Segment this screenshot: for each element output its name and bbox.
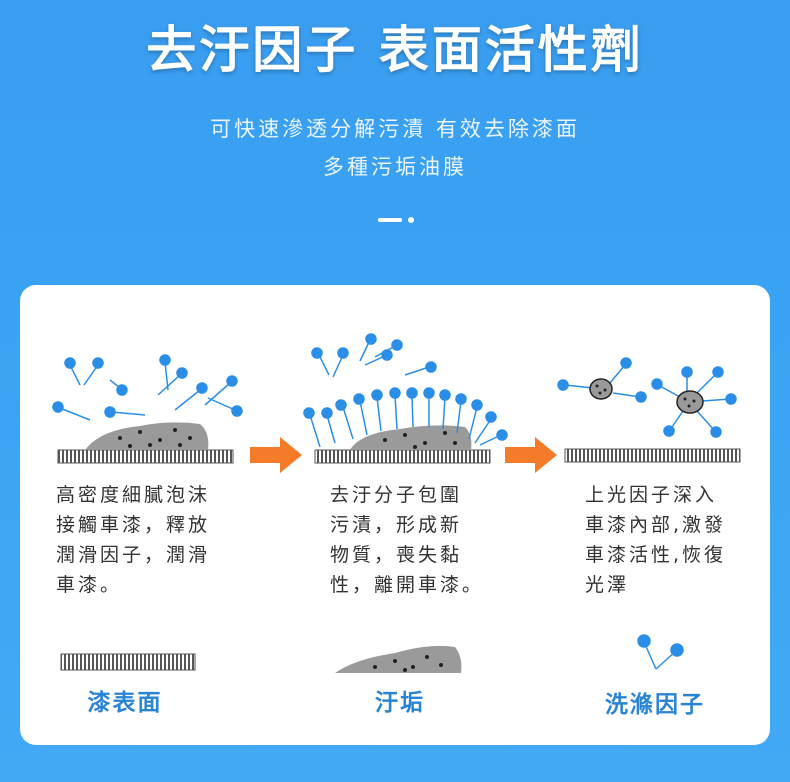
arrow-right-icon [505, 437, 557, 473]
detergent-molecule-icon [637, 634, 684, 670]
dirt-particle [676, 390, 704, 414]
legend-detergent-label: 洗滌因子 [605, 692, 705, 718]
step3-illustration [557, 357, 741, 463]
legend-dirt-label: 汙垢 [375, 690, 425, 716]
paint-surface [564, 448, 741, 463]
dirt-particle [589, 378, 613, 400]
arrow-right-icon [250, 437, 302, 473]
step1-description: 高密度細膩泡沫 接觸車漆，釋放 潤滑因子，潤滑 車漆。 [56, 484, 211, 596]
paint-surface-legend-icon [60, 653, 196, 671]
dirt-blob [350, 425, 472, 450]
paint-surface [57, 449, 234, 464]
divider-dash [378, 218, 402, 222]
paint-surface [314, 449, 491, 464]
process-card: 高密度細膩泡沫 接觸車漆，釋放 潤滑因子，潤滑 車漆。 去汙分子包圍 污漬，形成… [20, 285, 770, 745]
page-title: 去汙因子 表面活性劑 [146, 21, 644, 79]
subtitle-line-1: 可快速滲透分解污漬 有效去除漆面 [210, 117, 580, 141]
step2-illustration [303, 333, 508, 464]
step1-illustration [52, 354, 243, 464]
step2-description: 去汙分子包圍 污漬，形成新 物質，喪失黏 性，離開車漆。 [330, 484, 485, 596]
legend-paint-surface-label: 漆表面 [87, 690, 163, 716]
subtitle-line-2: 多種污垢油膜 [323, 155, 467, 179]
divider-dot [408, 217, 414, 223]
step3-description: 上光因子深入 車漆內部,激發 車漆活性,恢復 光澤 [585, 484, 727, 596]
dirt-blob [85, 422, 209, 450]
dirt-legend-icon [335, 645, 462, 673]
